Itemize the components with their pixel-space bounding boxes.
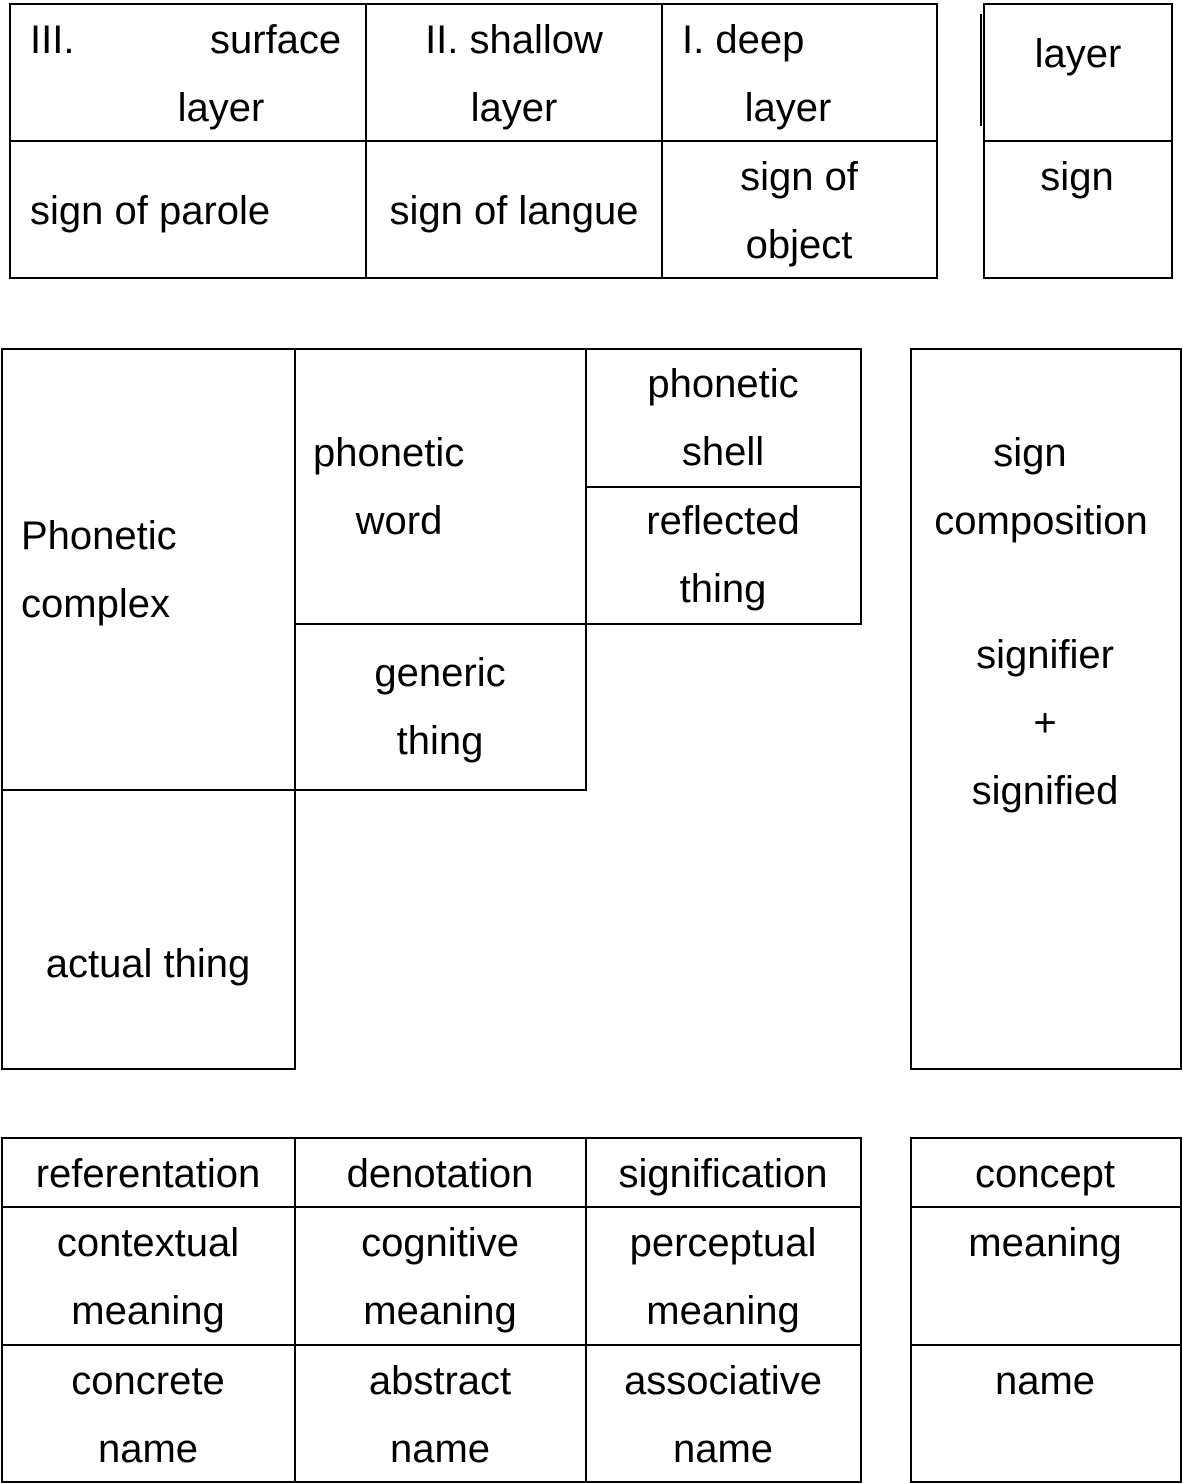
signifier-signified-label: signifier + signified: [971, 633, 1119, 813]
bottom-side-table: [910, 1137, 1182, 1483]
generic-thing-box: [294, 623, 587, 791]
sign-composition-line1: sign: [993, 431, 1067, 475]
reflected-thing-box: [585, 486, 862, 625]
bottom-side-divider-1: [910, 1206, 1182, 1208]
deep-layer-line1: I. deep: [682, 18, 805, 62]
surface-layer-word: surface: [210, 18, 342, 62]
top-side-tick: [980, 14, 982, 126]
top-table-col-divider-2: [661, 3, 663, 279]
referentation-cell: referentation: [35, 1152, 261, 1196]
bottom-row-divider-1: [1, 1206, 862, 1208]
bottom-table: [1, 1137, 862, 1483]
actual-thing-label: actual thing: [45, 942, 251, 986]
signification-cell: signification: [618, 1152, 828, 1196]
surface-layer-numeral: III.: [30, 18, 75, 62]
bottom-col-divider-1: [294, 1137, 296, 1483]
concept-cell: concept: [974, 1152, 1116, 1196]
denotation-cell: denotation: [346, 1152, 534, 1196]
bottom-side-divider-2: [910, 1344, 1182, 1346]
side-layer-label: layer: [1034, 32, 1122, 76]
bottom-col-divider-2: [585, 1137, 587, 1483]
deep-layer-line2: layer: [744, 86, 832, 130]
side-sign-label: sign: [1040, 155, 1114, 199]
actual-thing-box: [1, 789, 296, 1070]
surface-layer-line2: layer: [177, 86, 265, 130]
sign-of-parole: sign of parole: [30, 189, 271, 233]
meaning-cell: meaning: [968, 1221, 1122, 1265]
bottom-row-divider-2: [1, 1344, 862, 1346]
sign-composition-box: [910, 348, 1182, 1070]
sign-composition-line2: composition: [934, 499, 1148, 543]
top-table-row-divider: [9, 140, 938, 142]
phonetic-word-line2: word: [355, 499, 443, 543]
sign-composition-label: sign composition: [934, 419, 1147, 555]
sign-of-langue: sign of langue: [389, 189, 639, 233]
phonetic-word-line1: phonetic: [313, 431, 465, 475]
top-table-col-divider-1: [365, 3, 367, 279]
name-cell: name: [994, 1359, 1096, 1403]
top-side-divider: [983, 140, 1173, 142]
